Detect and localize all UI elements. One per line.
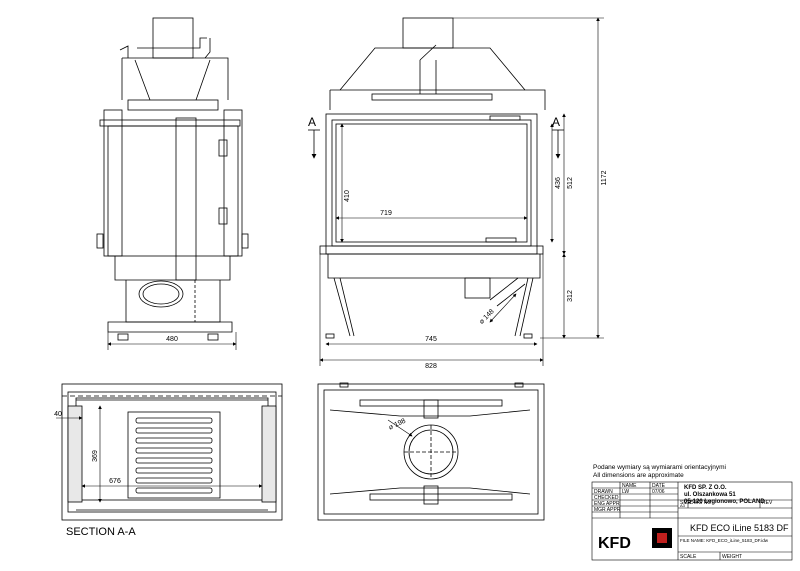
dim-glass-width: 719: [380, 210, 392, 217]
product-name: KFD ECO iLine 5183 DF: [690, 523, 789, 533]
section-a-a-view: [61, 383, 283, 521]
dwg-label: DWG NO: [690, 500, 711, 506]
section-mark-right: A: [552, 115, 560, 129]
scale-label: SCALE: [680, 554, 697, 560]
row-eng-appr: ENG APPR: [594, 501, 620, 507]
dim-plan-duct-diameter: ⌀ 198: [388, 418, 407, 432]
svg-text:KFD: KFD: [598, 535, 631, 552]
row-checked: CHECKED: [594, 495, 619, 501]
dim-front-inner-width: 745: [425, 336, 437, 343]
dim-front-outer-width: 828: [425, 363, 437, 370]
row-mgr-appr: MGR APPR: [594, 507, 621, 513]
company-street: ul. Olszankowa 51: [684, 492, 736, 498]
col-name-header: NAME: [622, 483, 637, 489]
row-drawn: DRAWN: [594, 489, 613, 495]
dim-total-height: 1172: [601, 170, 608, 185]
dim-base-height: 312: [567, 290, 574, 302]
drawn-date: 07/06: [652, 489, 665, 495]
weight-label: WEIGHT: [722, 554, 742, 560]
note-en: All dimensions are approximate: [593, 472, 684, 479]
col-date-header: DATE: [652, 483, 666, 489]
note-pl: Podane wymiary są wymiarami orientacyjny…: [593, 464, 726, 471]
file-name: FILE NAME: KFD_ECO_iLine_5183_DF.idw: [680, 538, 769, 543]
dim-frame-height: 512: [567, 177, 574, 189]
section-mark-left: A: [308, 115, 316, 129]
company-city: 05-120 Legionowo, POLAND: [684, 499, 765, 505]
grate-slots: [135, 417, 213, 494]
dimension-lines: [56, 17, 604, 503]
dim-glass-height: 410: [344, 190, 351, 202]
section-title: SECTION A-A: [66, 526, 136, 538]
section-cut-markers: [308, 129, 564, 159]
dim-section-offset: 40: [54, 411, 62, 418]
side-view: [96, 17, 249, 341]
dim-section-width: 676: [109, 478, 121, 485]
company-name: KFD SP. Z O.O.: [684, 485, 727, 491]
rev-label: REV: [762, 500, 773, 506]
plan-view: [317, 382, 545, 521]
front-view: [319, 17, 546, 339]
dim-duct-diameter: ⌀ 148: [478, 308, 496, 326]
drawn-name: LW: [622, 489, 629, 495]
dim-opening-height: 436: [555, 177, 562, 189]
kfd-logo: KFD: [598, 528, 672, 552]
size-value: A3: [680, 503, 686, 508]
dim-side-width: 480: [166, 336, 178, 343]
size-label: SIZE: [680, 500, 692, 506]
dim-section-depth: 369: [92, 450, 99, 462]
title-block: [591, 481, 793, 561]
